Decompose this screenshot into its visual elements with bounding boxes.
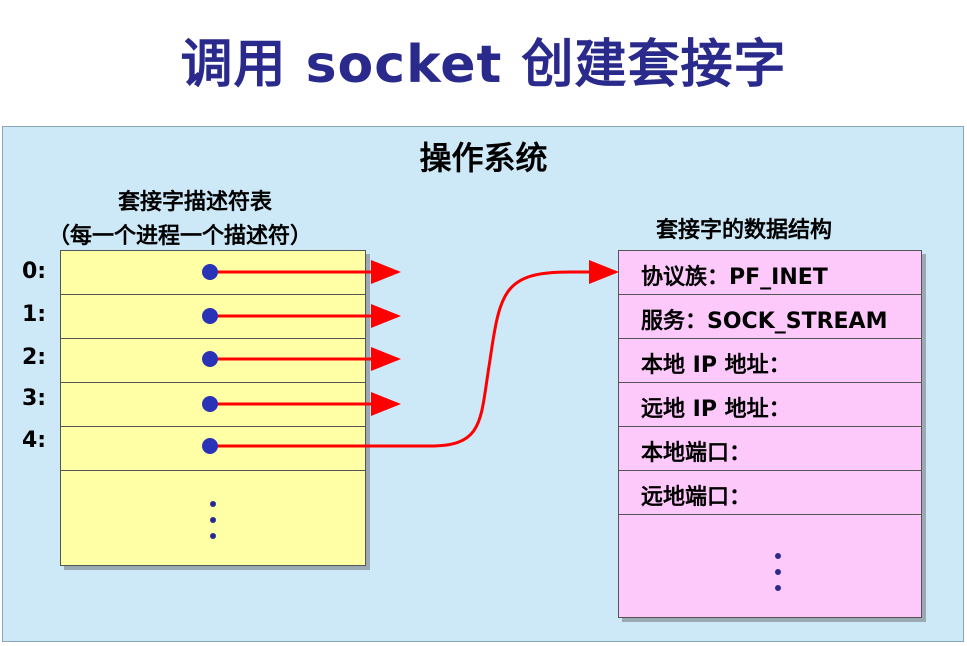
socket-field-label: 本地 IP 地址：: [641, 353, 791, 378]
descriptor-table-subcaption: （每一个进程一个描述符）: [48, 224, 313, 249]
socket-struct-caption: 套接字的数据结构: [656, 218, 833, 243]
page-title: 调用 socket 创建套接字: [180, 35, 787, 95]
descriptor-table-caption: 套接字描述符表: [118, 190, 273, 215]
socket-field-label: 远地 IP 地址：: [641, 397, 791, 422]
row-index: 2:: [22, 345, 47, 370]
table-row: [61, 251, 365, 295]
ellipsis-dot: [775, 553, 781, 559]
descriptor-dot: [202, 438, 218, 454]
socket-field-label: 远地端口：: [641, 485, 752, 510]
row-index: 1:: [22, 302, 47, 327]
row-index: 0:: [22, 259, 47, 284]
descriptor-dot: [202, 351, 218, 367]
socket-field-row: 本地 IP 地址：: [619, 339, 921, 383]
row-index: 3:: [22, 386, 47, 411]
ellipsis-dot: [210, 517, 216, 523]
table-row: [61, 383, 365, 427]
descriptor-dot: [202, 308, 218, 324]
row-index: 4:: [22, 428, 47, 453]
table-row: [61, 295, 365, 339]
descriptor-dot: [202, 264, 218, 280]
socket-pointer-arrow: [210, 260, 619, 448]
os-title: 操作系统: [419, 139, 548, 177]
ellipsis-dot: [210, 501, 216, 507]
socket-field-row: 远地端口：: [619, 471, 921, 515]
socket-field-label: 本地端口：: [641, 441, 752, 466]
socket-field-label: 服务：SOCK_STREAM: [641, 309, 888, 334]
socket-field-label: 协议族：PF_INET: [641, 265, 828, 290]
socket-field-row: 本地端口：: [619, 427, 921, 471]
socket-field-row: 服务：SOCK_STREAM: [619, 295, 921, 339]
table-row: [61, 339, 365, 383]
ellipsis-dot: [210, 533, 216, 539]
ellipsis-dot: [775, 569, 781, 575]
table-row: [61, 427, 365, 471]
descriptor-dot: [202, 396, 218, 412]
socket-struct-table: 协议族：PF_INET 服务：SOCK_STREAM 本地 IP 地址： 远地 …: [618, 250, 922, 618]
ellipsis-dot: [775, 585, 781, 591]
socket-field-row: 远地 IP 地址：: [619, 383, 921, 427]
socket-field-row: 协议族：PF_INET: [619, 251, 921, 295]
